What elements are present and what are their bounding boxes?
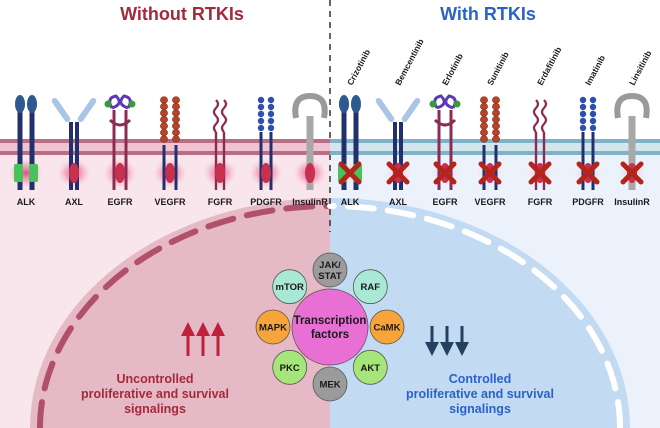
pathway-node-pkc: PKC [272,349,308,385]
receptor-axl-treated [375,97,421,190]
receptor-label-pdgfr: PDGFR [572,197,604,207]
receptor-pdgfr-treated [573,96,603,190]
svg-text:AKT: AKT [361,363,381,374]
left-outcome: Uncontrolled proliferative and survival … [81,372,229,416]
svg-text:factors: factors [311,329,349,341]
right-envelope [327,203,623,428]
svg-text:MAPK: MAPK [259,323,287,334]
receptor-vegfr-untreated [153,96,187,190]
right-nucleus-dome [330,198,630,428]
right-outcome: Controlled proliferative and survival si… [406,372,554,416]
receptor-label-egfr: EGFR [107,197,133,207]
down-arrow-1 [425,326,439,356]
receptors-layer [9,92,650,190]
pathway-node-akt: AKT [352,349,388,385]
upregulation-arrows [181,322,225,356]
pathway-node-raf: RAF [352,269,388,305]
svg-text:PKC: PKC [280,363,300,374]
left-header: Without RTKIs [120,4,244,24]
right-outcome-line-1: Controlled [449,372,512,386]
up-arrow-3 [211,322,225,356]
inhibition-x-icon [528,161,552,185]
pathway-node-mtor: mTOR [272,269,308,305]
svg-text:Transcription: Transcription [294,315,367,327]
left-outcome-line-3: signalings [124,402,186,416]
receptor-label-vegfr: VEGFR [154,197,186,207]
drug-label-erlotinib: Erlotinib [440,52,465,87]
receptor-label-fgfr: FGFR [208,197,233,207]
receptor-label-axl: AXL [65,197,84,207]
svg-text:STAT: STAT [318,271,342,282]
svg-text:CaMK: CaMK [374,323,401,334]
receptor-pdgfr-untreated [249,96,283,190]
right-outcome-line-2: proliferative and survival [406,387,554,401]
drug-label-crizotinib: Crizotinib [345,48,372,87]
inhibition-x-icon [386,161,410,185]
receptor-fgfr-untreated [203,99,237,190]
svg-text:MEK: MEK [319,380,340,391]
svg-text:JAK/: JAK/ [319,260,341,271]
receptor-label-fgfr: FGFR [528,197,553,207]
right-header: With RTKIs [440,4,536,24]
drug-label-erdafitinib: Erdafitinib [535,45,564,87]
signaling-network: JAK/STATRAFCaMKAKTMEKPKCMAPKmTORTranscri… [255,252,405,402]
left-outcome-line-1: Uncontrolled [116,372,193,386]
inhibition-x-icon [338,161,362,185]
receptor-fgfr-treated [525,99,555,190]
receptor-label-alk: ALK [341,197,360,207]
transcription-factors-node: Transcription factors [291,288,369,366]
receptor-label-insulinr: InsulinR [614,197,650,207]
receptor-axl-untreated [51,97,97,190]
downregulation-arrows [425,326,469,356]
inhibition-x-icon [576,161,600,185]
svg-text:mTOR: mTOR [276,282,304,293]
down-arrow-2 [440,326,454,356]
receptor-label-vegfr: VEGFR [474,197,506,207]
pathway-node-mek: MEK [312,366,348,402]
drug-labels: Crizotinib Bemcentinib Erlotinib Sunitinib E… [345,37,654,87]
drug-label-linsitinib: Linsitinib [627,49,654,87]
drug-label-imatinib: Imatinib [583,53,607,86]
left-envelope [37,203,333,428]
pathway-node-mapk: MAPK [255,309,291,345]
receptor-alk-untreated [9,95,43,190]
up-arrow-2 [196,322,210,356]
up-arrow-1 [181,322,195,356]
receptor-label-alk: ALK [17,197,36,207]
receptor-egfr-treated [429,94,461,190]
right-outcome-line-3: signalings [449,402,511,416]
drug-label-bemcentinib: Bemcentinib [393,37,426,87]
receptor-vegfr-treated [475,96,505,190]
left-outcome-line-2: proliferative and survival [81,387,229,401]
receptor-label-axl: AXL [389,197,408,207]
pathway-node-camk: CaMK [369,309,405,345]
drug-label-sunitinib: Sunitinib [485,50,511,87]
inhibition-x-icon [433,161,457,185]
down-arrow-3 [455,326,469,356]
receptor-label-insulinr: InsulinR [292,197,328,207]
receptor-label-pdgfr: PDGFR [250,197,282,207]
left-nucleus-dome [30,198,330,428]
pathway-node-jak-stat: JAK/STAT [312,252,348,288]
receptor-alk-treated [335,95,365,190]
inhibition-x-icon [620,161,644,185]
receptor-insulinr-treated [614,92,650,190]
receptor-labels: ALK ALK AXL AXL EGFR EGFR VEGFR VEGFR FGFR FGFR PD… [17,197,650,207]
receptor-egfr-untreated [103,94,137,190]
receptor-label-egfr: EGFR [432,197,458,207]
receptor-insulinr-untreated [292,92,328,190]
inhibition-x-icon [478,161,502,185]
svg-text:RAF: RAF [361,282,381,293]
